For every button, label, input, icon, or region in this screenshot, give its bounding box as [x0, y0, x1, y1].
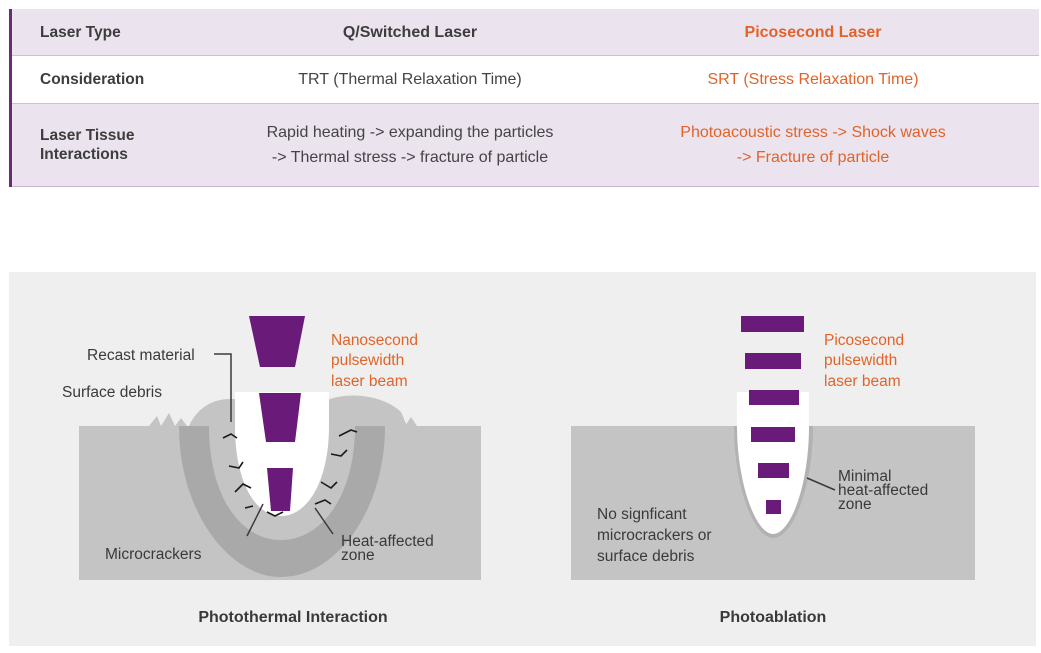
label-recast-material: Recast material — [87, 347, 195, 364]
label-microcrackers: Microcrackers — [105, 546, 202, 563]
picosecond-beam — [741, 316, 804, 514]
heat-affected-zone-left — [179, 426, 385, 577]
caption-photoablation: Photoablation — [720, 609, 827, 626]
cell-picosecond-interactions: Photoacoustic stress -> Shock waves -> F… — [680, 124, 946, 166]
label-minimal-line2: heat-affected — [838, 482, 928, 499]
crater-left — [235, 392, 329, 516]
table-row-consideration: Consideration TRT (Thermal Relaxation Ti… — [12, 56, 1039, 104]
label-nanosecond-line3: laser beam — [331, 373, 408, 390]
diagram-svg: Recast material Surface debris Microcrac… — [62, 316, 975, 626]
header-laser-type: Laser Type — [40, 23, 121, 41]
nanosecond-beam — [249, 316, 305, 511]
label-minimal-line3: zone — [838, 496, 872, 513]
label-minimal-line1: Minimal — [838, 468, 891, 485]
table-row-interactions: Laser Tissue Interactions Rapid heating … — [12, 104, 1039, 187]
header-qswitched: Q/Switched Laser — [342, 23, 478, 41]
label-picosecond-line3: laser beam — [824, 373, 901, 390]
label-heat-zone-line2: zone — [341, 547, 375, 564]
label-no-damage-line2: microcrackers or — [597, 527, 712, 544]
table-header-row: Laser Type Q/Switched Laser Picosecond L… — [12, 9, 1039, 56]
cell-picosecond-consideration: SRT (Stress Relaxation Time) — [707, 71, 919, 88]
label-no-damage-line1: No signficant — [597, 506, 687, 523]
leader-lines-left — [214, 353, 334, 537]
cell-qswitched-interactions: Rapid heating -> expanding the particles… — [266, 124, 554, 166]
diagram-panel: Recast material Surface debris Microcrac… — [9, 272, 1036, 646]
header-picosecond: Picosecond Laser — [744, 23, 882, 41]
photothermal-diagram: Recast material Surface debris Microcrac… — [62, 316, 481, 626]
recast-rim-right — [319, 395, 407, 426]
leader-line-right — [806, 477, 836, 491]
cell-qswitched-consideration: TRT (Thermal Relaxation Time) — [298, 71, 522, 88]
label-picosecond-line2: pulsewidth — [824, 352, 897, 369]
row-label-consideration: Consideration — [40, 71, 145, 88]
comparison-table: Laser Type Q/Switched Laser Picosecond L… — [9, 9, 1039, 187]
label-no-damage-line3: surface debris — [597, 548, 695, 565]
row-label-interactions: Laser Tissue Interactions — [40, 127, 135, 163]
label-picosecond-line1: Picosecond — [824, 332, 904, 349]
photoablation-diagram: Picosecond pulsewidth laser beam Minimal… — [571, 316, 975, 626]
label-nanosecond-line1: Nanosecond — [331, 332, 418, 349]
label-surface-debris: Surface debris — [62, 384, 162, 401]
label-heat-zone-line1: Heat-affected — [341, 533, 434, 550]
label-nanosecond-line2: pulsewidth — [331, 352, 404, 369]
caption-photothermal: Photothermal Interaction — [198, 609, 387, 626]
microcrack-lines — [222, 429, 358, 517]
